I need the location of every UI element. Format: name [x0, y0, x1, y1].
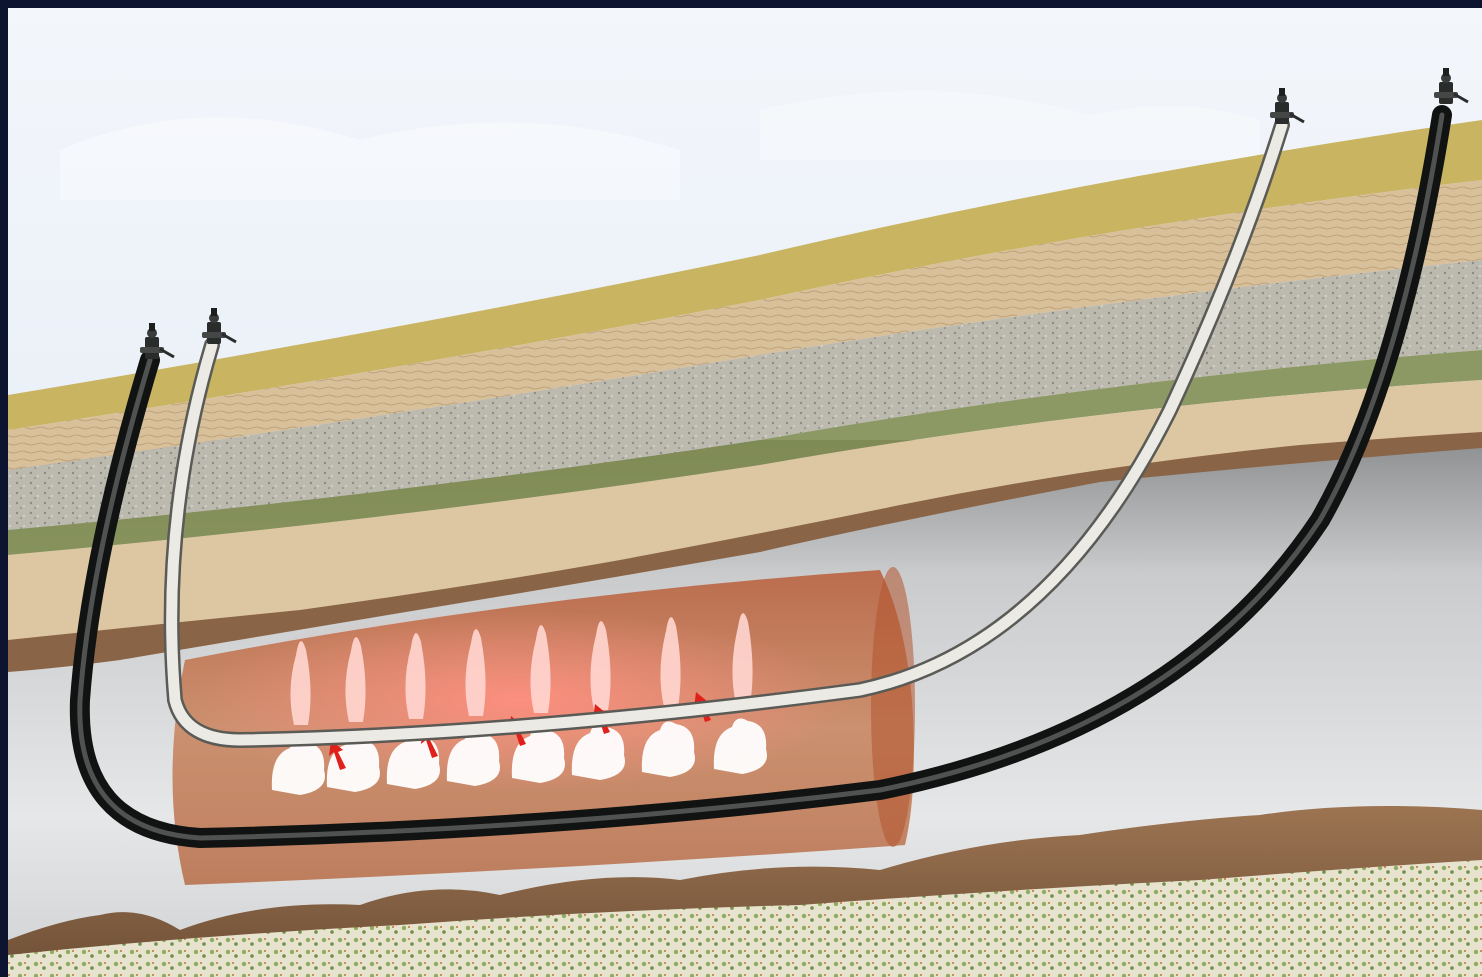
chamber-end-cap [871, 567, 915, 847]
